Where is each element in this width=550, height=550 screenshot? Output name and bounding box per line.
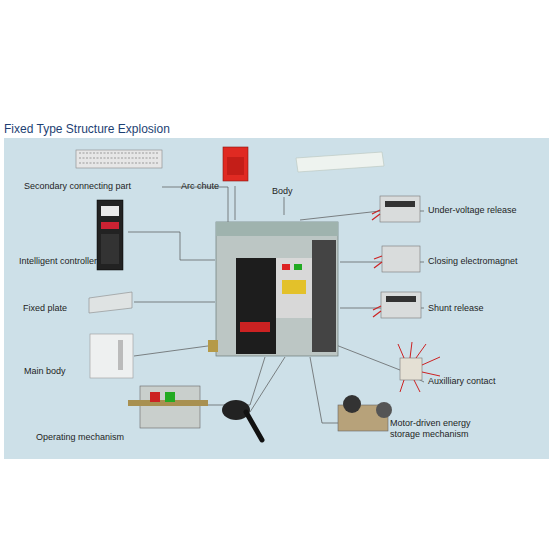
- circuit-breaker: [208, 340, 218, 352]
- operating-mechanism: [140, 386, 200, 428]
- shunt-release: [373, 292, 421, 318]
- part-label: Auxilliary contact: [428, 376, 496, 387]
- intelligent-controller: [97, 200, 123, 270]
- background-panel: [4, 138, 549, 459]
- circuit-breaker: [282, 264, 290, 270]
- arc-chute: [227, 157, 244, 175]
- secondary-connecting-part: [76, 150, 162, 168]
- leader-line: [162, 187, 228, 222]
- part-label: Under-voltage release: [428, 205, 517, 216]
- part-label: Arc chute: [181, 181, 219, 192]
- part-label: Closing electromagnet: [428, 256, 518, 267]
- part-label: Intelligent controller: [19, 256, 97, 267]
- diagram-title: Fixed Type Structure Explosion: [4, 122, 170, 136]
- body-cover: [296, 152, 384, 172]
- motor-mechanism: [338, 395, 392, 431]
- circuit-breaker: [216, 222, 338, 356]
- circuit-breaker: [294, 264, 302, 270]
- secondary-connecting-part: [76, 150, 162, 168]
- part-label: Body: [272, 186, 293, 197]
- intelligent-controller: [101, 234, 119, 264]
- intelligent-controller: [101, 206, 119, 216]
- part-label: Motor-driven energy storage mechanism: [390, 418, 490, 440]
- circuit-breaker: [216, 222, 338, 236]
- leader-line: [134, 345, 215, 356]
- part-label: Shunt release: [428, 303, 484, 314]
- secondary-connecting-part: [79, 153, 159, 163]
- circuit-breaker: [208, 222, 338, 356]
- intelligent-controller: [97, 200, 123, 270]
- closing-electromagnet: [382, 246, 420, 272]
- motor-mechanism: [376, 402, 392, 418]
- shunt-release: [381, 292, 421, 318]
- handle: [246, 412, 262, 440]
- circuit-breaker: [282, 280, 306, 294]
- leader-line: [134, 302, 215, 303]
- main-body-plate: [90, 334, 133, 378]
- part-label: Fixed plate: [23, 303, 67, 314]
- circuit-breaker: [240, 322, 270, 332]
- under-voltage-release: [372, 196, 420, 222]
- operating-mechanism: [150, 392, 160, 402]
- circuit-breaker: [236, 258, 276, 354]
- operating-mechanism: [165, 392, 175, 402]
- part-label: Operating mechanism: [36, 432, 124, 443]
- circuit-breaker: [276, 258, 312, 318]
- fixed-plate: [89, 292, 132, 313]
- main-body-plate: [118, 340, 123, 370]
- body-cover: [296, 152, 384, 172]
- leader-line: [250, 357, 285, 412]
- circuit-breaker: [312, 240, 336, 352]
- under-voltage-release: [380, 196, 420, 222]
- intelligent-controller: [101, 222, 119, 229]
- under-voltage-release: [372, 210, 380, 220]
- closing-electromagnet: [374, 246, 420, 272]
- leader-line: [235, 186, 236, 220]
- closing-electromagnet: [374, 256, 382, 268]
- leader-line: [284, 197, 285, 215]
- part-label: Main body: [24, 366, 66, 377]
- arc-chute: [223, 147, 248, 181]
- shunt-release: [386, 296, 416, 302]
- operating-mechanism: [128, 386, 208, 428]
- motor-mechanism: [343, 395, 361, 413]
- part-label: Secondary connecting part: [24, 181, 131, 192]
- auxiliary-contact: [400, 358, 422, 380]
- arc-chute: [223, 147, 248, 181]
- leader-line: [128, 232, 215, 260]
- shunt-release: [373, 306, 381, 317]
- main-body-plate: [90, 334, 133, 378]
- handle: [222, 400, 262, 440]
- under-voltage-release: [385, 201, 415, 207]
- fixed-plate: [89, 292, 132, 313]
